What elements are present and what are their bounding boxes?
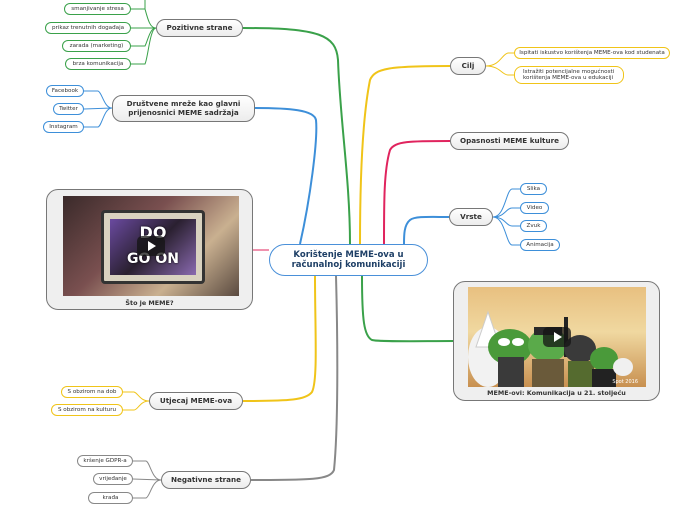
subtopic-label: kršenje GDPR-a xyxy=(83,457,127,464)
subtopic-animacija[interactable]: Animacija xyxy=(520,239,560,251)
play-icon[interactable] xyxy=(137,236,165,256)
subtopic-ispitati-iskustvo[interactable]: Ispitati iskustvo korištenja MEME-ova ko… xyxy=(514,47,670,59)
topic-negativne-strane[interactable]: Negativne strane xyxy=(161,471,251,489)
subtopic-prikaz-dogadaja[interactable]: prikaz trenutnih događaja xyxy=(45,22,131,34)
subtopic-instagram[interactable]: Instagram xyxy=(43,121,84,133)
subtopic-s-obzirom-na-kulturu[interactable]: S obzirom na kulturu xyxy=(51,404,123,416)
subtopic-vrijedanje[interactable]: vrijeđanje xyxy=(93,473,133,485)
subtopic-s-obzirom-na-dob[interactable]: S obzirom na dob xyxy=(61,386,123,398)
subtopic-label: zarada (marketing) xyxy=(69,42,124,49)
subtopic-zarada[interactable]: zarada (marketing) xyxy=(62,40,131,52)
subtopic-twitter[interactable]: Twitter xyxy=(53,103,84,115)
topic-vrste[interactable]: Vrste xyxy=(449,208,493,226)
video-thumbnail[interactable]: Spot 2016 xyxy=(468,287,646,387)
video-thumbnail[interactable]: DO GO ON xyxy=(63,196,239,296)
subtopic-krsenje-gdpr[interactable]: kršenje GDPR-a xyxy=(77,455,133,467)
central-topic[interactable]: Korištenje MEME-ova u računalnoj komunik… xyxy=(269,244,428,276)
video-card-meme-ovi-komunikacija[interactable]: Spot 2016 MEME-ovi: Komunikacija u 21. s… xyxy=(453,281,660,401)
subtopic-label: vrijeđanje xyxy=(99,475,127,482)
subtopic-label: Istražiti potencijalne mogućnosti korišt… xyxy=(523,68,615,81)
topic-cilj[interactable]: Cilj xyxy=(450,57,486,75)
subtopic-label: Ispitati iskustvo korištenja MEME-ova ko… xyxy=(519,49,665,56)
subtopic-label: Twitter xyxy=(59,105,78,112)
subtopic-facebook[interactable]: Facebook xyxy=(46,85,84,97)
subtopic-label: Animacija xyxy=(526,241,554,248)
subtopic-krada[interactable]: krađa xyxy=(88,492,133,504)
topic-label: Društvene mreže kao glavni prijenosnici … xyxy=(126,99,241,117)
subtopic-label: Instagram xyxy=(49,123,78,130)
topic-label: Negativne strane xyxy=(170,474,242,484)
subtopic-label: S obzirom na dob xyxy=(67,388,117,395)
subtopic-label: Slika xyxy=(526,185,541,192)
topic-pozitivne-strane[interactable]: Pozitivne strane xyxy=(156,19,243,37)
topic-drustvene-mreze[interactable]: Društvene mreže kao glavni prijenosnici … xyxy=(112,95,255,122)
subtopic-label: brza komunikacija xyxy=(72,60,124,67)
subtopic-label: krađa xyxy=(102,494,119,501)
video-title: MEME-ovi: Komunikacija u 21. stoljeću xyxy=(487,389,626,397)
subtopic-label: Zvuk xyxy=(526,222,541,229)
video-title: Što je MEME? xyxy=(125,299,174,307)
central-topic-label: Korištenje MEME-ova u računalnoj komunik… xyxy=(291,249,406,270)
thumbnail-caption: Spot 2016 xyxy=(612,379,638,385)
subtopic-label: smanjivanje stresa xyxy=(71,5,124,12)
subtopic-label: Facebook xyxy=(51,87,79,94)
subtopic-label: S obzirom na kulturu xyxy=(57,406,117,413)
topic-label: Opasnosti MEME kulture xyxy=(459,135,560,145)
subtopic-zvuk[interactable]: Zvuk xyxy=(520,220,547,232)
subtopic-video[interactable]: Video xyxy=(520,202,549,214)
subtopic-istraziti-mogucnosti[interactable]: Istražiti potencijalne mogućnosti korišt… xyxy=(514,66,624,84)
play-icon[interactable] xyxy=(543,327,571,347)
subtopic-smanjivanje-stresa[interactable]: smanjivanje stresa xyxy=(64,3,131,15)
topic-label: Utjecaj MEME-ova xyxy=(159,395,233,405)
topic-label: Pozitivne strane xyxy=(166,22,233,32)
topic-label: Vrste xyxy=(460,211,482,221)
subtopic-label: prikaz trenutnih događaja xyxy=(51,24,125,31)
topic-label: Cilj xyxy=(461,60,475,70)
subtopic-slika[interactable]: Slika xyxy=(520,183,547,195)
video-card-sto-je-meme[interactable]: DO GO ON Što je MEME? xyxy=(46,189,253,310)
subtopic-label: Video xyxy=(526,204,543,211)
subtopic-brza-komunikacija[interactable]: brza komunikacija xyxy=(65,58,131,70)
topic-opasnosti-meme-kulture[interactable]: Opasnosti MEME kulture xyxy=(450,132,569,150)
topic-utjecaj-meme-ova[interactable]: Utjecaj MEME-ova xyxy=(149,392,243,410)
